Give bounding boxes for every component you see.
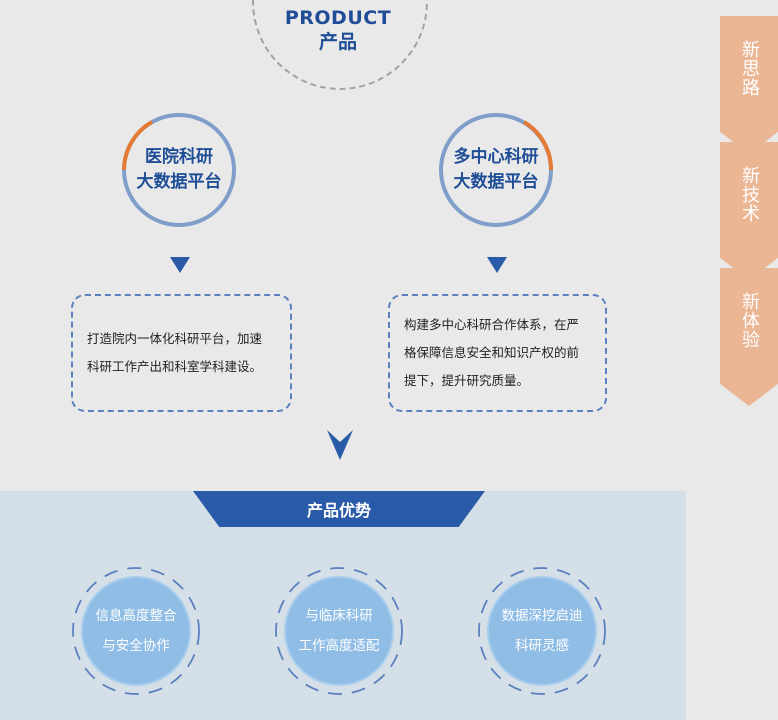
multicenter-platform-description: 构建多中心科研合作体系，在严 格保障信息安全和知识产权的前 提下，提升研究质量。	[388, 294, 607, 412]
advantage-label-line2: 科研灵感	[515, 638, 569, 654]
dashed-ring-icon	[72, 567, 200, 695]
side-tab-new-experience[interactable]: 新体验	[720, 268, 778, 406]
down-triangle-icon	[487, 257, 507, 273]
platform-label-line2: 大数据平台	[136, 172, 222, 192]
description-line: 构建多中心科研合作体系，在严	[404, 317, 580, 332]
ring-icon	[121, 113, 236, 227]
side-tab-label: 新思路	[739, 40, 760, 97]
advantage-label-line1: 数据深挖启迪	[501, 608, 583, 624]
hospital-platform-description: 打造院内一体化科研平台，加速 科研工作产出和科室学科建设。	[71, 294, 292, 412]
platform-label-line1: 医院科研	[145, 147, 213, 167]
advantage-circle-integration[interactable]: 信息高度整合 与安全协作	[70, 565, 202, 697]
advantage-label-line1: 与临床科研	[305, 608, 373, 624]
product-title-en: PRODUCT	[284, 7, 392, 29]
advantage-label-line2: 与安全协作	[102, 638, 170, 654]
product-title-zh: 产品	[318, 31, 357, 53]
advantage-circle-data-mining[interactable]: 数据深挖启迪 科研灵感	[476, 565, 608, 697]
description-line: 打造院内一体化科研平台，加速	[87, 331, 263, 346]
side-tab-new-ideas[interactable]: 新思路	[720, 16, 778, 154]
multicenter-platform-circle[interactable]: 多中心科研 大数据平台	[438, 112, 554, 228]
platform-label-line2: 大数据平台	[453, 172, 539, 192]
advantages-title: 产品优势	[193, 491, 485, 527]
description-line: 科研工作产出和科室学科建设。	[87, 359, 263, 374]
platform-label-line1: 多中心科研	[453, 147, 539, 167]
dashed-ring-icon	[275, 567, 403, 695]
dashed-ring-icon	[478, 567, 606, 695]
description-line: 格保障信息安全和知识产权的前	[404, 345, 580, 360]
description-line: 提下，提升研究质量。	[404, 373, 530, 388]
advantage-label-line2: 工作高度适配	[298, 638, 380, 654]
side-tab-label: 新技术	[739, 166, 760, 223]
advantage-circle-clinical-fit[interactable]: 与临床科研 工作高度适配	[273, 565, 405, 697]
product-title: PRODUCT 产品	[252, 6, 424, 54]
side-tab-new-tech[interactable]: 新技术	[720, 142, 778, 280]
hospital-platform-circle[interactable]: 医院科研 大数据平台	[121, 112, 237, 228]
ring-icon	[439, 113, 554, 227]
side-tab-label: 新体验	[739, 292, 760, 349]
chevron-down-icon	[327, 430, 353, 460]
advantage-label-line1: 信息高度整合	[95, 608, 177, 624]
down-triangle-icon	[170, 257, 190, 273]
